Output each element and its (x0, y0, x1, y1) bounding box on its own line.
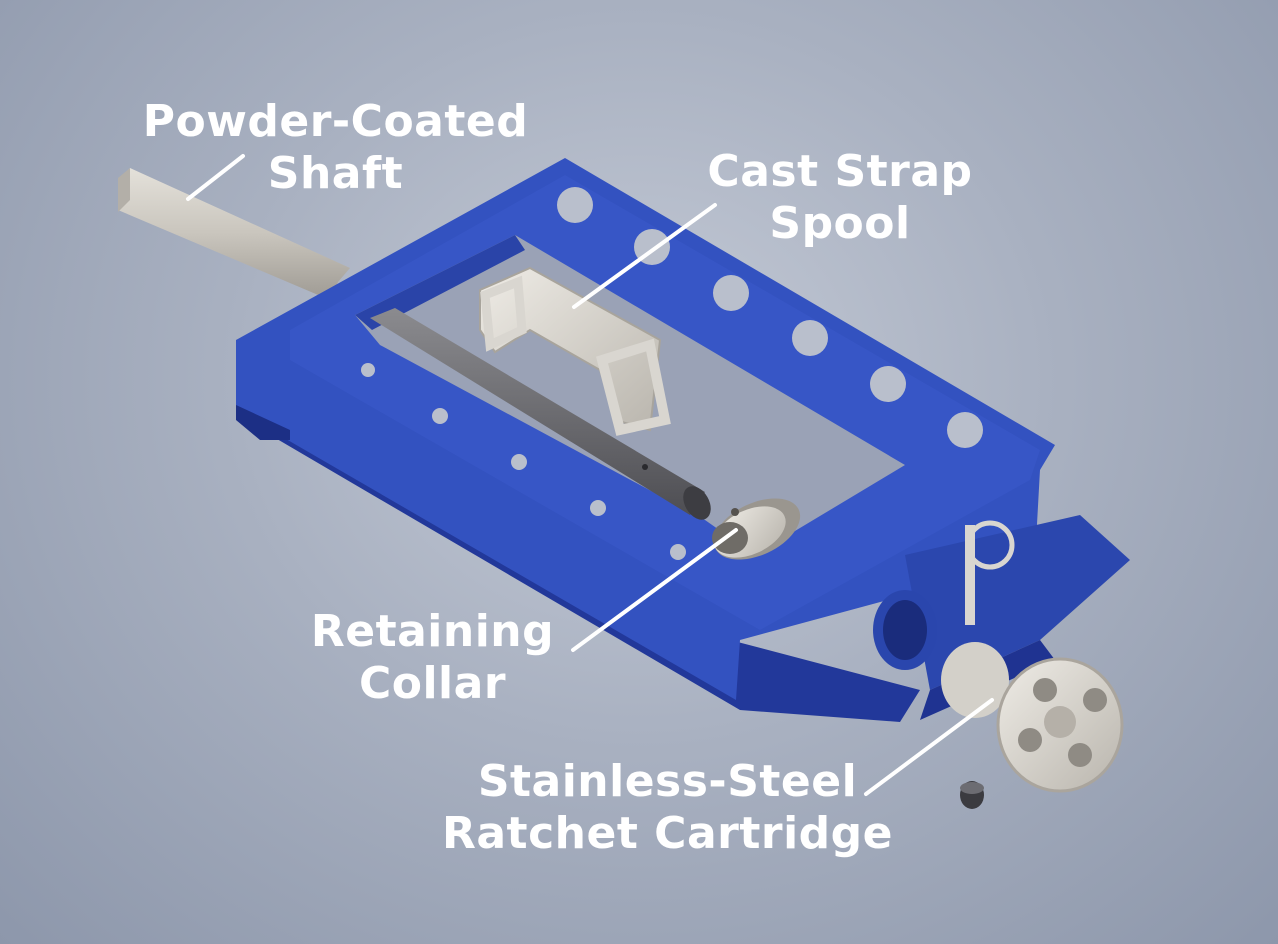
shaft-label-line1: Powder-Coated (142, 96, 529, 147)
shaft-label: Powder-Coated Shaft (138, 96, 533, 200)
inner-shaft (370, 308, 711, 520)
cartridge-label-line1: Stainless-Steel (477, 756, 858, 807)
collar-label-line1: Retaining (310, 606, 555, 657)
cast-strap-spool (479, 266, 671, 436)
spool-label-line1: Cast Strap (707, 146, 973, 197)
frame-small-holes (361, 363, 686, 560)
collar-label-line2: Collar (358, 658, 507, 709)
cartridge-label: Stainless-Steel Ratchet Cartridge (440, 756, 895, 860)
shaft-leader-line (186, 154, 245, 201)
small-nut (960, 781, 984, 809)
spool-label-line2: Spool (769, 198, 911, 249)
spool-leader-line (572, 203, 717, 309)
leader-lines (186, 154, 994, 796)
cartridge-label-line2: Ratchet Cartridge (441, 808, 894, 859)
cartridge-leader-line (864, 698, 994, 796)
powder-coated-shaft (118, 168, 350, 300)
shaft-label-line2: Shaft (267, 148, 404, 199)
collar-label: Retaining Collar (310, 606, 555, 710)
spool-label: Cast Strap Spool (705, 146, 975, 250)
retaining-collar (712, 498, 801, 560)
collar-leader-line (571, 528, 738, 652)
